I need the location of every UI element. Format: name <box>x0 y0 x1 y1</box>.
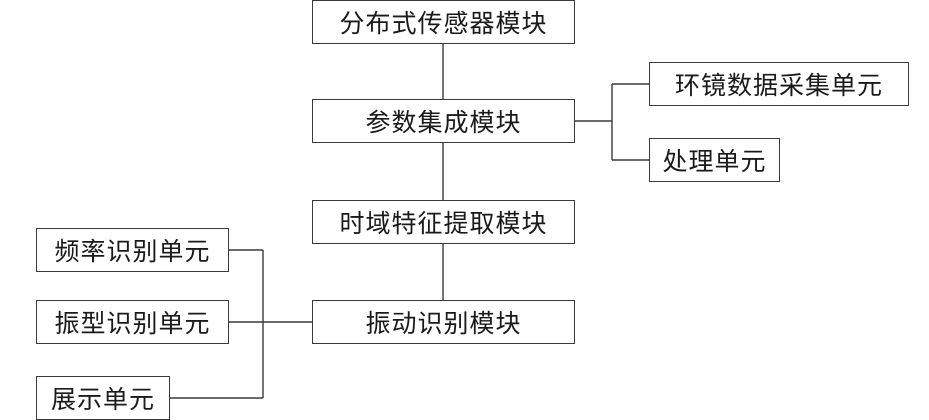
param-integration-module-box: 参数集成模块 <box>312 99 575 143</box>
time-feature-module-label: 时域特征提取模块 <box>339 204 547 240</box>
mode-shape-unit-box: 振型识别单元 <box>36 300 229 344</box>
vibration-recognition-module-label: 振动识别模块 <box>365 304 521 340</box>
vibration-recognition-module-box: 振动识别模块 <box>312 300 575 344</box>
processing-unit-box: 处理单元 <box>649 138 780 182</box>
time-feature-module-box: 时域特征提取模块 <box>312 200 575 244</box>
display-unit-label: 展示单元 <box>51 380 155 416</box>
param-integration-module-label: 参数集成模块 <box>365 103 521 139</box>
sensor-module-label: 分布式传感器模块 <box>339 4 547 40</box>
mode-shape-unit-label: 振型识别单元 <box>54 304 210 340</box>
frequency-unit-label: 频率识别单元 <box>54 232 210 268</box>
env-data-unit-box: 环镜数据采集单元 <box>649 62 909 106</box>
display-unit-box: 展示单元 <box>36 376 170 420</box>
frequency-unit-box: 频率识别单元 <box>36 228 229 272</box>
sensor-module-box: 分布式传感器模块 <box>312 0 575 44</box>
processing-unit-label: 处理单元 <box>662 142 766 178</box>
env-data-unit-label: 环镜数据采集单元 <box>675 66 883 102</box>
